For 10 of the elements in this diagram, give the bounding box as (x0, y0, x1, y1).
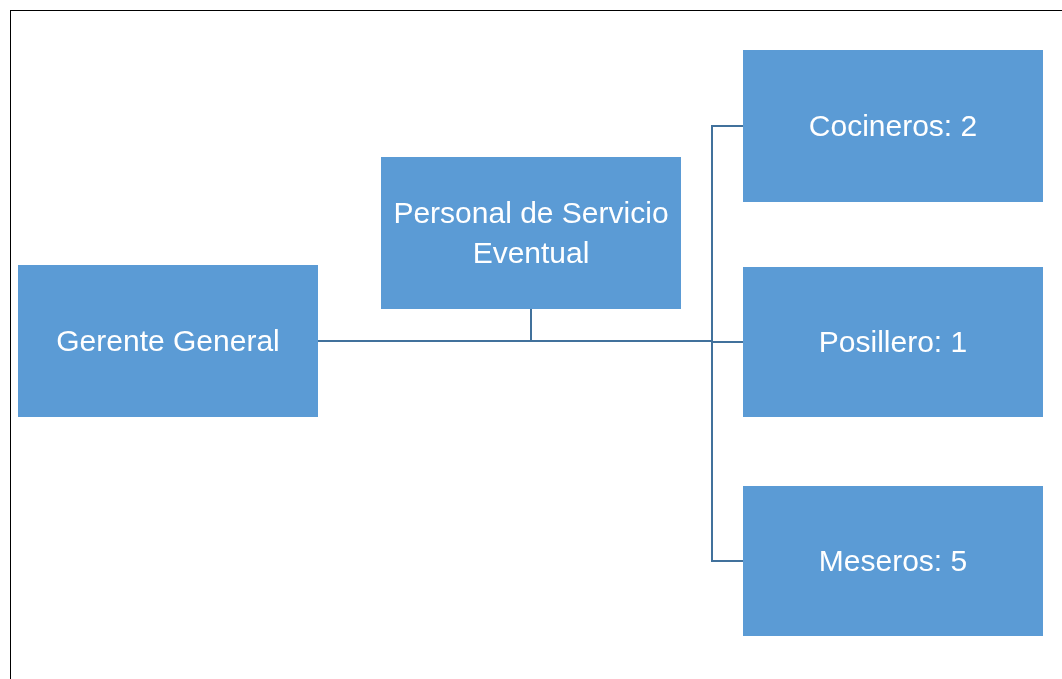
org-box (381, 157, 681, 309)
org-box (18, 265, 318, 417)
org-box (743, 486, 1043, 636)
box-label: Posillero: 1 (818, 323, 968, 360)
org-box (743, 267, 1043, 417)
box-label: Gerente General (56, 322, 280, 359)
box-label: Meseros: 5 (818, 542, 968, 579)
org-box (743, 50, 1043, 202)
box-label: Cocineros: 2 (808, 107, 978, 144)
box-label: Personal de Servicio Eventual (393, 194, 669, 271)
